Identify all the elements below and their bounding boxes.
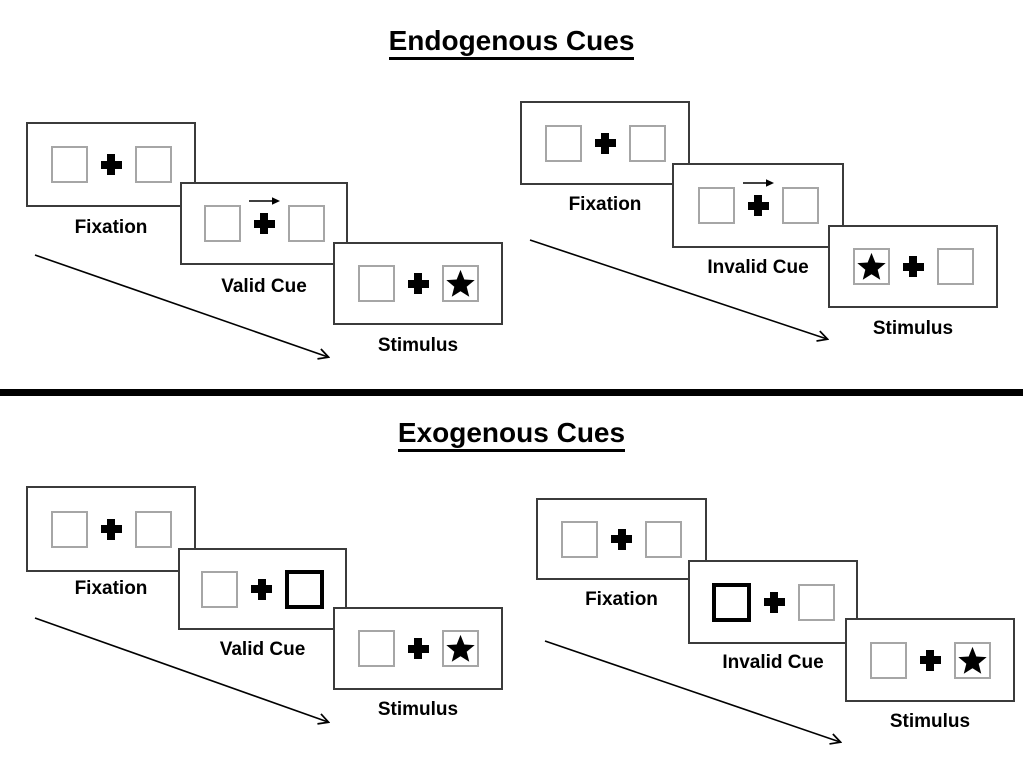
fixation-cross-icon (100, 154, 122, 175)
right-box (936, 248, 974, 285)
right-box (797, 583, 835, 621)
panel-label: Stimulus (889, 711, 971, 732)
right-box (781, 187, 819, 224)
star-icon (957, 646, 987, 674)
fixation-cross-icon (763, 591, 785, 613)
left-box (561, 520, 598, 558)
panel-label: Stimulus (872, 318, 954, 339)
sequence-arrow-icon (34, 617, 328, 722)
fixation-cross-icon (594, 132, 616, 154)
left-box (201, 570, 238, 608)
section-divider (0, 389, 1023, 396)
panel-label: Valid Cue (219, 639, 306, 660)
panel-label: Invalid Cue (707, 257, 809, 278)
panel-stimulus (828, 225, 998, 308)
right-box (287, 205, 325, 242)
sequence-arrow-icon (544, 640, 840, 742)
right-box (645, 520, 682, 558)
fixation-cross-icon (919, 649, 941, 671)
right-box (134, 146, 172, 183)
cue-highlight-box (711, 582, 751, 622)
panel-stimulus (333, 242, 503, 325)
fixation-cross-icon (251, 578, 272, 600)
fixation-cross-icon (407, 273, 429, 294)
fixation-cross-icon (407, 638, 429, 659)
cue-highlight-box (285, 569, 324, 609)
left-box (203, 205, 241, 242)
sequence-arrow-icon (529, 239, 827, 339)
section-title-exogenous: Exogenous Cues (0, 416, 1023, 452)
panel-fixation (26, 122, 196, 207)
left-box (697, 187, 735, 224)
panel-label: Fixation (568, 194, 642, 215)
panel-fixation (536, 498, 707, 580)
star-box (441, 630, 479, 667)
left-box (357, 265, 395, 302)
panel-invalid-cue (688, 560, 858, 644)
fixation-cross-icon (100, 518, 122, 540)
star-box (852, 248, 890, 285)
star-icon (445, 634, 475, 662)
panel-stimulus (333, 607, 503, 690)
fixation-cross-icon (742, 179, 774, 216)
panel-fixation (26, 486, 196, 572)
panel-label: Fixation (585, 589, 658, 610)
left-box (357, 630, 395, 667)
star-icon (856, 252, 886, 280)
panel-invalid-cue (672, 163, 844, 248)
panel-valid-cue (178, 548, 347, 630)
panel-label: Invalid Cue (722, 652, 824, 673)
cue-arrow-icon (248, 197, 280, 205)
fixation-cross-icon (902, 256, 924, 277)
panel-label: Stimulus (377, 699, 459, 720)
panel-valid-cue (180, 182, 348, 265)
section-title-endogenous: Endogenous Cues (0, 24, 1023, 60)
panel-stimulus (845, 618, 1015, 702)
left-box (50, 510, 88, 548)
panel-fixation (520, 101, 690, 185)
left-box (544, 124, 582, 162)
fixation-cross-icon (248, 197, 280, 234)
panel-label: Stimulus (377, 335, 459, 356)
left-box (869, 641, 907, 679)
right-box (628, 124, 666, 162)
star-box (441, 265, 479, 302)
fixation-cross-icon (611, 528, 632, 550)
left-box (50, 146, 88, 183)
star-icon (445, 269, 475, 297)
panel-label: Fixation (74, 578, 148, 599)
cue-arrow-icon (742, 179, 774, 187)
right-box (134, 510, 172, 548)
sequence-arrow-icon (34, 254, 328, 357)
panel-label: Valid Cue (221, 276, 307, 297)
panel-label: Fixation (74, 217, 148, 238)
star-box (953, 641, 991, 679)
